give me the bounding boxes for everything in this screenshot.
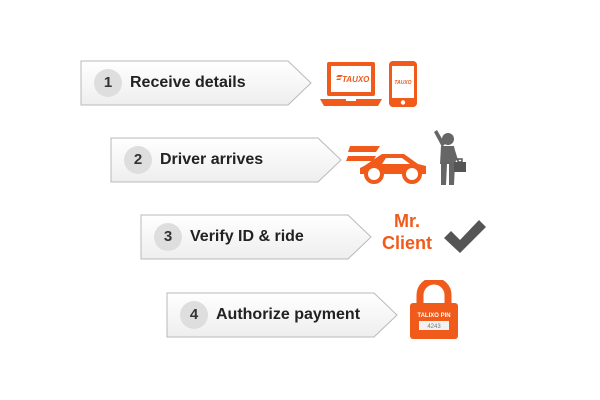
client-label-line2: Client [381,233,432,253]
step-2-arrow-shape [110,137,342,183]
client-label-line1: Mr. [393,211,420,231]
step-4-arrow-shape [166,292,398,338]
step-4-label: Authorize payment [216,306,361,323]
step-2-label: Driver arrives [160,151,264,168]
phone-logo: TAUXO [394,80,411,86]
step-1-arrow-shape [80,60,312,106]
step-4-number: 4 [180,301,208,329]
svg-text:TAUXO: TAUXO [342,75,370,84]
step-3-number: 3 [154,223,182,251]
phone-icon: TAUXO [389,61,417,107]
laptop-logo: TAUXO [336,75,370,84]
step-1-number: 1 [94,69,122,97]
client-label: Mr. Client [372,210,442,254]
step-1: 1 Receive details [80,60,312,106]
car-icon [346,146,426,184]
laptop-icon: TAUXO [320,62,382,106]
step-4: 4 Authorize payment [166,292,398,338]
step-2-number: 2 [124,146,152,174]
checkmark-icon [444,220,486,253]
padlock-icon: TALIXO PIN 4243 [410,280,458,339]
padlock-title: TALIXO PIN [417,313,450,319]
step-3: 3 Verify ID & ride [140,214,372,260]
step-2: 2 Driver arrives [110,137,342,183]
step-3-label: Verify ID & ride [190,228,304,245]
step-1-label: Receive details [130,74,246,91]
passenger-icon [434,130,466,185]
step-3-arrow-shape [140,214,372,260]
padlock-pin: 4243 [427,324,441,330]
